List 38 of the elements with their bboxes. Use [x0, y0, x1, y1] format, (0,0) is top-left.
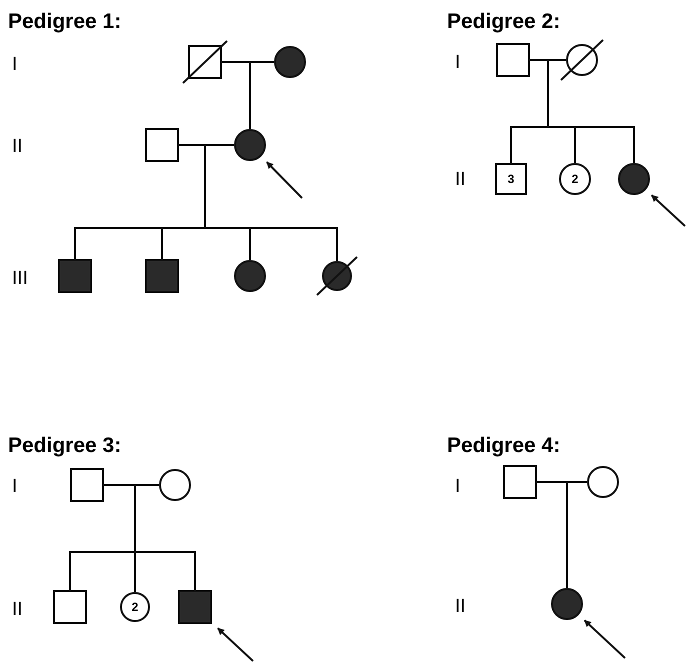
marriage-line [222, 61, 274, 63]
proband-arrow [217, 628, 254, 662]
count-number: 2 [572, 173, 578, 185]
count-number: 3 [508, 173, 514, 185]
pedigree-heading: Pedigree 3: [8, 433, 122, 459]
generation-label: I [12, 475, 18, 499]
generation-label: II [12, 598, 23, 622]
pedigree-heading: Pedigree 2: [447, 9, 560, 35]
square-symbol [70, 468, 104, 502]
generation-label: II [455, 595, 466, 619]
descent-line [249, 62, 251, 129]
generation-label: I [455, 475, 460, 499]
generation-label: II [455, 168, 466, 192]
square-symbol [503, 465, 537, 499]
square-symbol [496, 43, 530, 77]
marriage-line [179, 144, 234, 146]
square-symbol [495, 163, 527, 195]
generation-label: I [455, 51, 460, 75]
square-symbol [145, 128, 179, 162]
square-symbol [145, 259, 179, 293]
descent-line [566, 482, 568, 588]
pedigree-heading: Pedigree 1: [8, 9, 122, 35]
generation-label: III [12, 267, 28, 291]
count-number: 2 [132, 601, 138, 613]
generation-label: II [12, 135, 23, 159]
proband-arrow [266, 161, 303, 199]
marriage-line [104, 484, 159, 486]
descent-line [204, 145, 338, 261]
marriage-line [530, 59, 566, 61]
square-symbol [188, 45, 222, 79]
square-symbol [53, 590, 87, 624]
generation-label: I [12, 53, 18, 77]
pedigree-heading: Pedigree 4: [447, 433, 560, 459]
marriage-line [537, 481, 587, 483]
square-symbol [178, 590, 212, 624]
proband-arrow [584, 620, 626, 659]
square-symbol [58, 259, 92, 293]
proband-arrow [650, 194, 686, 227]
